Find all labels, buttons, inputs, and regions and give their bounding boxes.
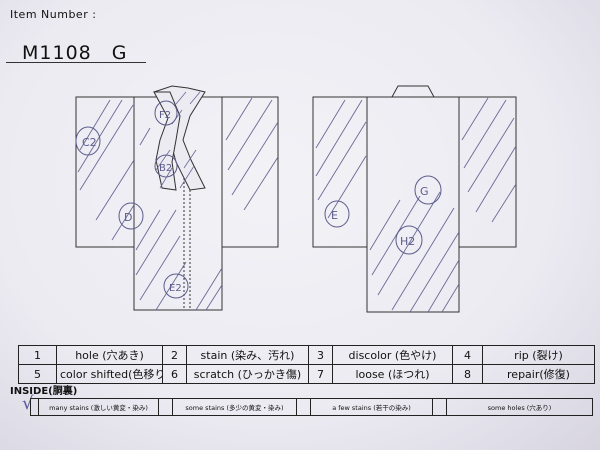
legend-label: scratch (ひっかき傷) <box>186 364 309 384</box>
legend-row: 1 hole (穴あき) 2 stain (染み、汚れ) 3 discolor … <box>18 345 595 365</box>
front-right-sleeve <box>221 96 279 248</box>
inside-check-mark: √ <box>22 393 34 414</box>
back-hatching <box>315 97 516 312</box>
front-mark-0: C2 <box>75 126 101 156</box>
legend-label: stain (染み、汚れ) <box>186 345 309 365</box>
inside-checkbox <box>296 398 311 416</box>
inside-title: INSIDE(胴裏) <box>10 386 78 397</box>
legend-number: 7 <box>308 364 333 384</box>
front-mark-2: B2 <box>154 154 178 178</box>
back-mark-0: E <box>324 200 350 228</box>
inside-condition-table: many stains (激しい黄変・染み) some stains (多少の黄… <box>30 398 593 416</box>
item-number-value: M1108 G <box>22 42 128 64</box>
svg-text:G: G <box>420 185 429 198</box>
svg-text:C2: C2 <box>82 136 97 149</box>
legend-number: 2 <box>162 345 187 365</box>
legend-number: 1 <box>18 345 57 365</box>
front-left-sleeve <box>75 96 135 248</box>
svg-text:E: E <box>331 209 338 222</box>
collar <box>153 85 206 191</box>
legend-number: 4 <box>452 345 483 365</box>
back-mark-2: H2 <box>395 225 423 255</box>
legend-number: 6 <box>162 364 187 384</box>
kimono-diagram: C2 F2 B2 D E2 E G H2 <box>75 85 517 313</box>
legend-label: color shifted(色移り) <box>56 364 163 384</box>
legend-label: hole (穴あき) <box>56 345 163 365</box>
legend-row: 5 color shifted(色移り) 6 scratch (ひっかき傷) 7… <box>18 364 595 384</box>
legend-label: loose (ほつれ) <box>332 364 453 384</box>
inside-item: many stains (激しい黄変・染み) <box>38 398 159 416</box>
damage-legend-table: 1 hole (穴あき) 2 stain (染み、汚れ) 3 discolor … <box>18 345 595 384</box>
inside-row: many stains (激しい黄変・染み) some stains (多少の黄… <box>30 398 593 416</box>
front-mark-3: D <box>118 202 144 230</box>
front-hatching <box>77 97 278 310</box>
item-number-underline <box>6 62 146 63</box>
back-left-sleeve <box>312 96 368 248</box>
legend-label: discolor (色やけ) <box>332 345 453 365</box>
back-body <box>366 96 460 313</box>
back-mark-1: G <box>414 175 442 205</box>
collar-hatching <box>155 91 201 189</box>
svg-text:F2: F2 <box>159 110 171 121</box>
inside-item: some stains (多少の黄変・染み) <box>172 398 297 416</box>
legend-label: rip (裂け) <box>482 345 595 365</box>
svg-text:D: D <box>124 211 132 224</box>
svg-text:E2: E2 <box>169 283 182 294</box>
inside-checkbox <box>158 398 173 416</box>
inside-checkbox <box>432 398 447 416</box>
inside-checkbox <box>30 398 39 416</box>
legend-label: repair(修復) <box>482 364 595 384</box>
back-collar <box>391 85 435 98</box>
legend-number: 3 <box>308 345 333 365</box>
svg-text:H2: H2 <box>400 235 415 248</box>
back-right-sleeve <box>458 96 517 248</box>
front-mark-1: F2 <box>154 100 178 126</box>
inside-item: some holes (穴あり) <box>446 398 593 416</box>
back-view <box>312 85 517 313</box>
item-number-label: Item Number : <box>10 8 97 21</box>
inside-item: a few stains (若干の染み) <box>310 398 433 416</box>
svg-text:B2: B2 <box>159 163 172 174</box>
front-mark-4: E2 <box>163 273 189 299</box>
legend-number: 5 <box>18 364 57 384</box>
legend-number: 8 <box>452 364 483 384</box>
